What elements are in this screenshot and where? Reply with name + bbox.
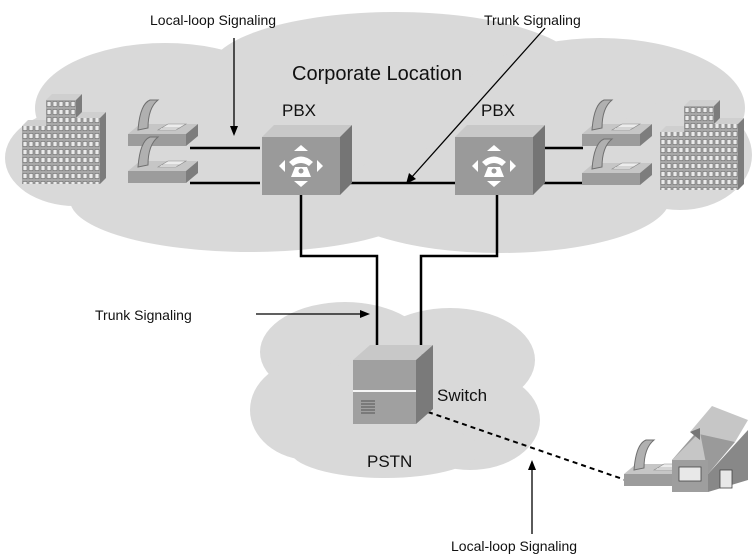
- local-loop-line: [427, 411, 641, 486]
- trunk-signaling-top-label: Trunk Signaling: [484, 12, 581, 28]
- pbx-left-label: PBX: [282, 101, 316, 120]
- connection-lines: [190, 146, 583, 370]
- pstn-label: PSTN: [367, 452, 412, 471]
- pbx-icon: [455, 125, 545, 195]
- pbx-right-label: PBX: [481, 101, 515, 120]
- switch-label: Switch: [437, 386, 487, 405]
- house-icon: [672, 406, 748, 492]
- corporate-location-label: Corporate Location: [292, 63, 462, 85]
- annotation-arrows: [230, 27, 546, 534]
- local-loop-signaling-top-label: Local-loop Signaling: [150, 12, 276, 28]
- switch-icon: [353, 345, 433, 424]
- local-loop-signaling-bottom-label: Local-loop Signaling: [451, 538, 577, 554]
- trunk-signaling-left-label: Trunk Signaling: [95, 307, 192, 323]
- pbx-icon: [262, 125, 352, 195]
